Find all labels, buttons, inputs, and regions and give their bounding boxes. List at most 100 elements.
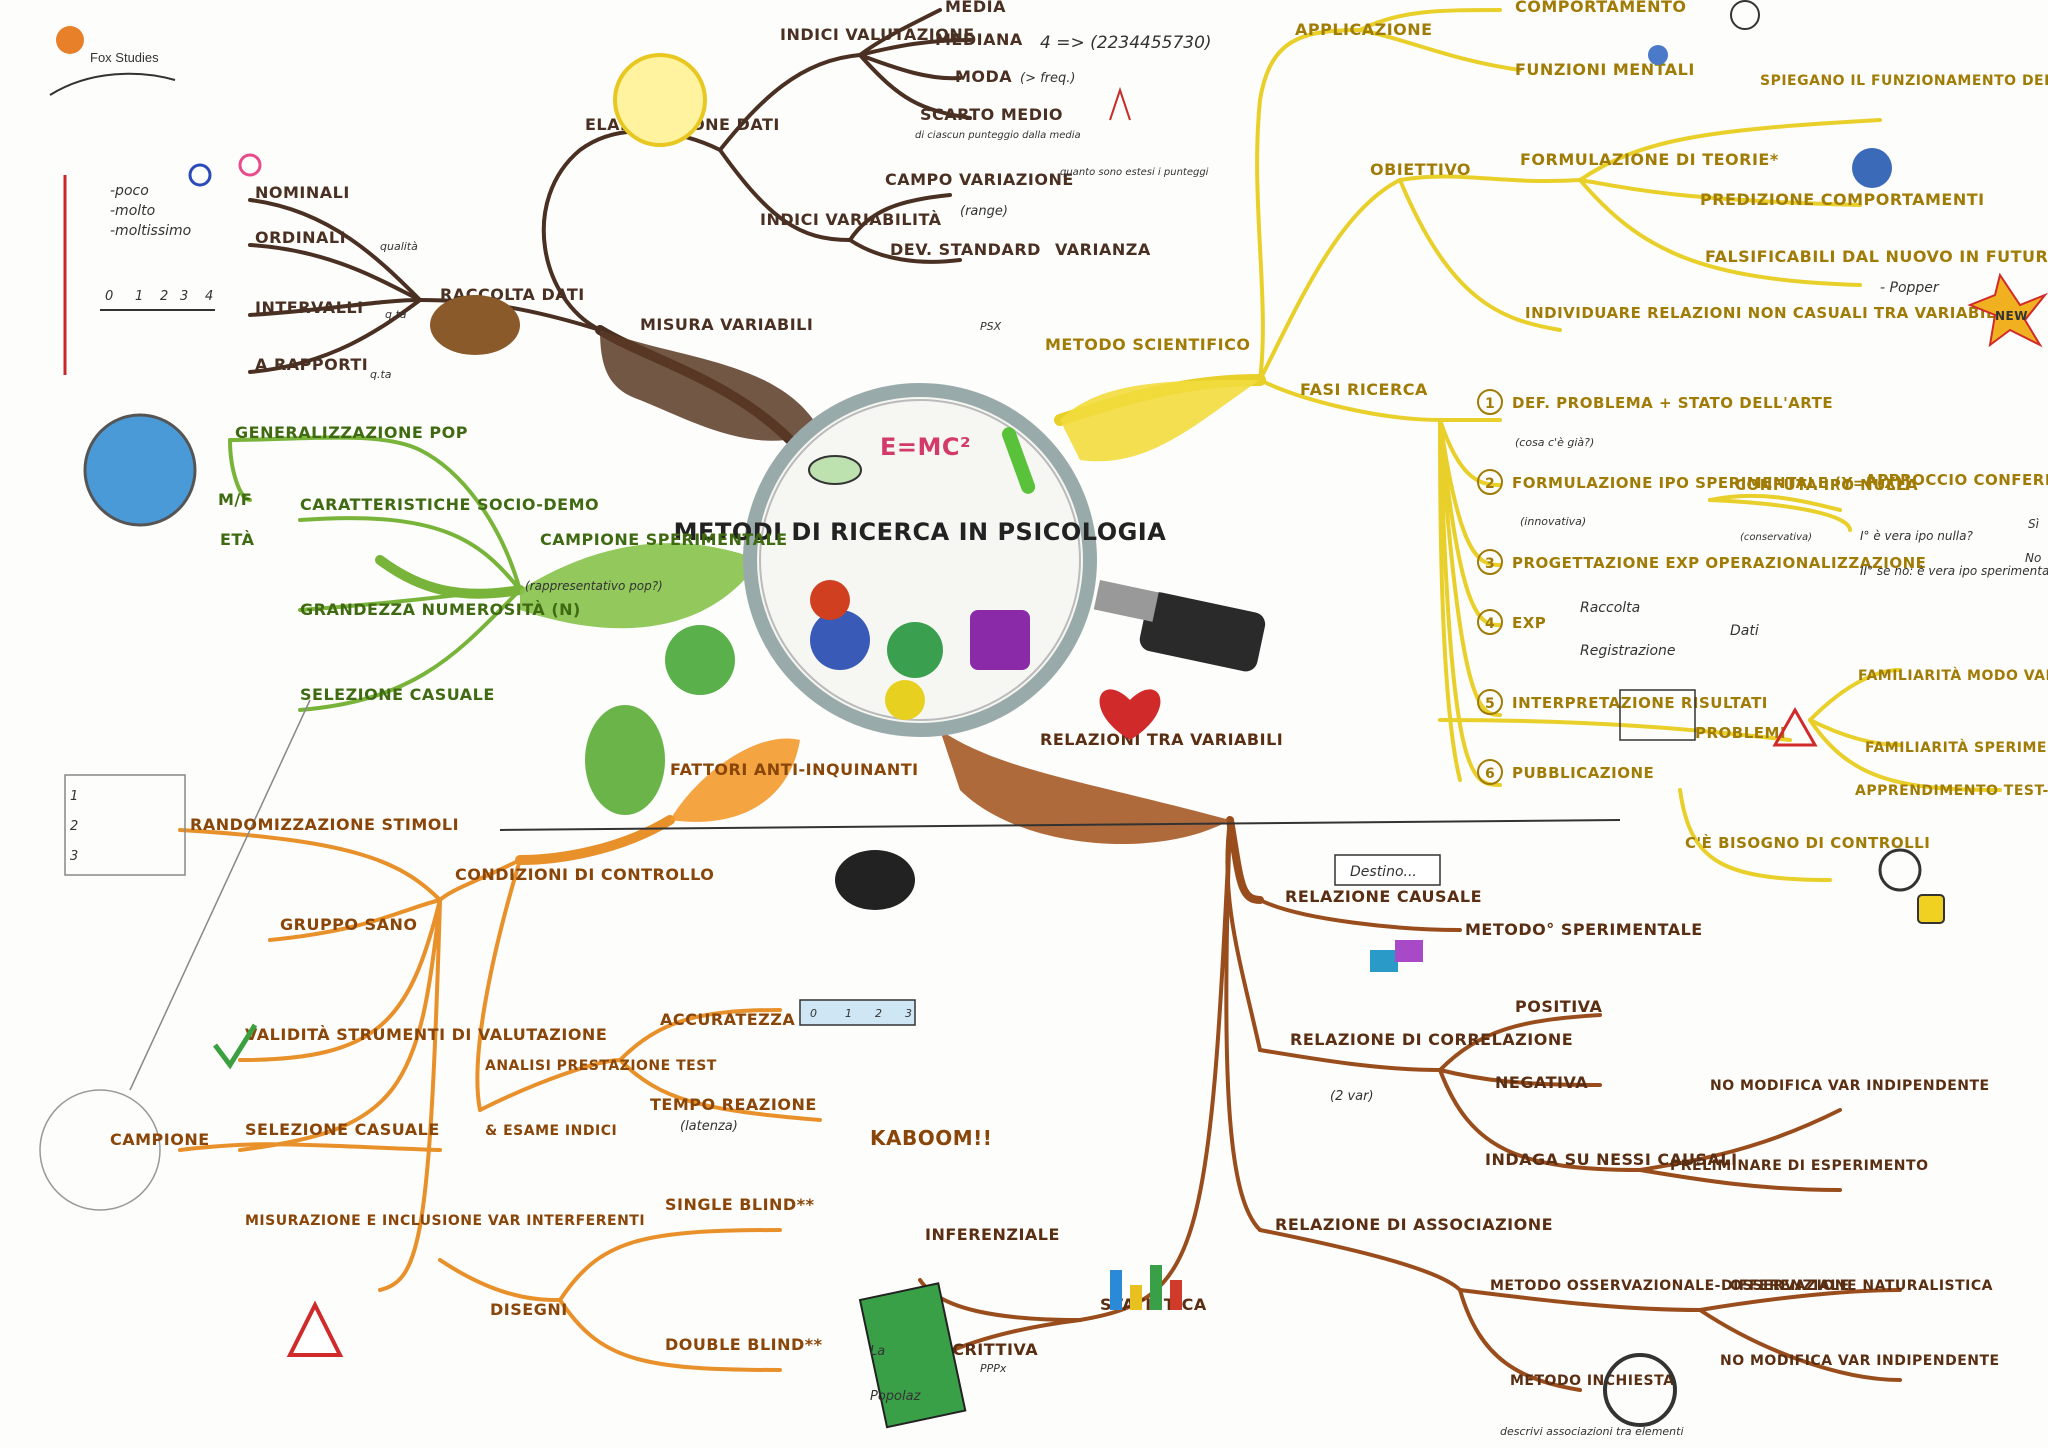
grid-row-3: 3 (70, 849, 78, 864)
stimuli-grid (64, 774, 186, 876)
smiley-icon (1730, 0, 1760, 30)
bell-curve-icon (1109, 86, 1131, 121)
metodo-scientifico: Metodo scientifico (1045, 335, 1250, 354)
book-icon (858, 1282, 967, 1429)
basket-icon (430, 295, 520, 355)
step-3-label: Progettazione exp operazionalizzazione (1512, 554, 1926, 572)
petri-dish (808, 455, 862, 485)
yellow-branch-lines (1054, 8, 2002, 882)
tempo-reazione: Tempo reazione (650, 1095, 817, 1114)
inchiesta-note: descrivi associazioni tra elementi (1500, 1425, 1684, 1438)
note-intervalli: q.ta (385, 308, 407, 321)
brown-leaf (600, 330, 820, 441)
answer-si: Sì (2028, 517, 2040, 531)
note-rapporti: q.ta (370, 368, 392, 381)
new-burst-icon (1967, 272, 2048, 348)
validita-strumenti: Validità strumenti di valutazione (245, 1025, 607, 1044)
step-3-num: 3 (1485, 556, 1495, 572)
word-molto: -molto (110, 203, 155, 219)
psx-label: PSX (980, 320, 1002, 333)
step-5-label: Interpretazione risultati (1512, 694, 1768, 712)
gruppo-sano: Gruppo sano (280, 915, 417, 934)
book-line-2: Popolaz (870, 1389, 922, 1404)
green-branch-lines (228, 435, 525, 712)
applicazione-funzioni: Funzioni mentali (1515, 60, 1695, 79)
new-label: new (1995, 309, 2028, 323)
scale-rapporti: A rapporti (255, 355, 368, 374)
analisi-prestazione: Analisi prestazione test (485, 1058, 717, 1074)
orange-leaf (670, 738, 800, 822)
no-modifica-2: No modifica var indipendente (1720, 1353, 2000, 1369)
sample-circle (39, 1089, 161, 1211)
indice-scarto: Scarto medio (920, 105, 1063, 124)
step-1-note: (cosa c'è già?) (1515, 436, 1594, 449)
metodo-osservazionale: Metodo osservazionale-differenziale (1490, 1278, 1850, 1294)
metodo-inchiesta: Metodo inchiesta (1510, 1373, 1674, 1389)
stat-bar-4 (1170, 1280, 1182, 1310)
yellow-leaf (1060, 380, 1260, 462)
step-4-label: Exp (1512, 614, 1546, 632)
lock-icon (1917, 894, 1945, 924)
popper: - Popper (1880, 280, 1940, 296)
step-6-label: Pubblicazione (1512, 764, 1654, 782)
approccio-confermativo: Approccio confermativo (1865, 471, 2048, 489)
female-icon (238, 153, 262, 177)
dati: Dati (1730, 623, 1759, 639)
metodo-sperimentale: Metodo° sperimentale (1465, 920, 1703, 939)
step-1-label: Def. problema + stato dell'arte (1512, 394, 1833, 412)
problema-3: Apprendimento test-retest (1855, 783, 2048, 799)
heart-icon (1099, 689, 1161, 740)
teorie-note: Spiegano il funzionamento dei processi p… (1760, 73, 2048, 89)
approccio-q1: I° è vera ipo nulla? (1860, 529, 1973, 543)
book-line-3: PPPx (980, 1362, 1007, 1375)
grandezza-numerosita: Grandezza numerosità (n) (300, 600, 581, 619)
campione-note: (rappresentativo pop?) (525, 579, 663, 593)
step-2-note: (innovativa) (1520, 515, 1586, 528)
step-5-num: 5 (1485, 696, 1495, 712)
correlazione-note: (2 var) (1330, 1089, 1374, 1104)
step-6-num: 6 (1485, 766, 1495, 782)
confuta-note: (conservativa) (1740, 532, 1812, 543)
relazioni-tra-variabili: Relazioni tra variabili (1040, 730, 1283, 749)
dev-standard: Dev. standard (890, 240, 1041, 259)
stat-bar-1 (1110, 1270, 1122, 1310)
indice-mediana: Mediana (935, 30, 1023, 49)
exp-raccolta: Raccolta (1580, 600, 1640, 616)
accuratezza: Accuratezza (660, 1010, 795, 1029)
ruler-3: 3 (905, 1007, 912, 1020)
stat-bar-2 (1130, 1285, 1142, 1310)
corr-positiva: Positiva (1515, 997, 1602, 1016)
center-title: Metodi di ricerca in psicologia (674, 518, 1167, 546)
rust-text: Relazioni tra variabili Relazione causal… (858, 689, 2000, 1438)
tick-1: 1 (135, 289, 143, 304)
campo-variazione: Campo variazione (885, 170, 1074, 189)
scale-nominali: Nominali (255, 183, 350, 202)
orange-text: Fattori anti-inquinanti Condizioni di co… (39, 625, 992, 1357)
generalizzazione-pop: Generalizzazione pop (235, 423, 468, 442)
applicazione-comportamento: Comportamento (1515, 0, 1687, 16)
latenza: (latenza) (680, 1119, 738, 1134)
indice-moda: Moda (955, 67, 1012, 86)
stat-bar-3 (1150, 1265, 1162, 1310)
green-text: Campione sperimentale (rappresentativo p… (83, 413, 787, 704)
indici-valutazione: Indici valutazione (780, 25, 975, 44)
destino-sign (1334, 854, 1441, 886)
corr-negativa: Negativa (1495, 1073, 1588, 1092)
center-magnifier: E=mc² Metodi di ricerca in psicologia (674, 383, 1266, 737)
controlli: C'è bisogno di controlli (1685, 833, 1930, 852)
word-poco: -poco (110, 183, 149, 199)
relazione-associazione: Relazione di associazione (1275, 1215, 1553, 1234)
magnifier-small-icon (1603, 1353, 1677, 1427)
warning-icon (1772, 706, 1818, 747)
male-icon (188, 163, 212, 187)
book-line-1: La (870, 1344, 885, 1359)
lightbulb-icon (613, 53, 707, 147)
tick-2: 2 (160, 289, 168, 304)
thin-connector-2 (129, 699, 311, 1091)
tick-0: 0 (105, 289, 113, 304)
corr-indaga: Indaga su nessi causali (1485, 1150, 1738, 1169)
grid-row-1: 1 (70, 789, 78, 804)
green-leaf (520, 543, 760, 629)
word-moltissimo: -moltissimo (110, 223, 191, 239)
